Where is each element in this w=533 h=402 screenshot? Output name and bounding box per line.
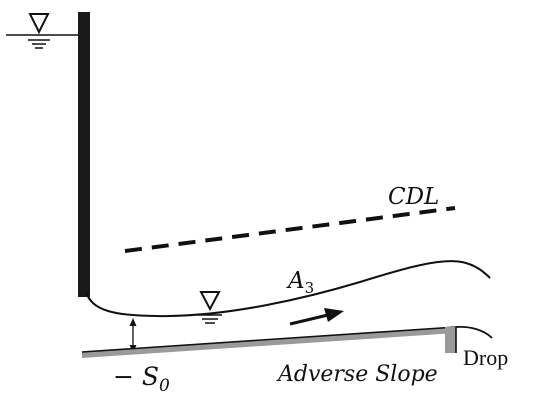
drop-curve — [455, 325, 493, 339]
channel-bed — [81, 326, 457, 358]
slope-label: − S0 — [113, 362, 170, 396]
flow-direction-arrow-icon — [289, 308, 344, 326]
sluice-gate — [78, 12, 90, 297]
cdl-label: CDL — [388, 184, 439, 210]
a3-curve-label: A3 — [286, 268, 314, 297]
a3-water-surface-curve — [85, 260, 491, 318]
a3-subscript: 3 — [305, 279, 315, 297]
slope-subscript: 0 — [159, 376, 170, 396]
downstream-water-surface-icon — [198, 291, 222, 324]
drop-label: Drop — [463, 345, 508, 370]
critical-depth-line — [124, 206, 456, 253]
upstream-water-surface-icon — [28, 13, 50, 49]
adverse-slope-label: Adverse Slope — [276, 362, 438, 387]
